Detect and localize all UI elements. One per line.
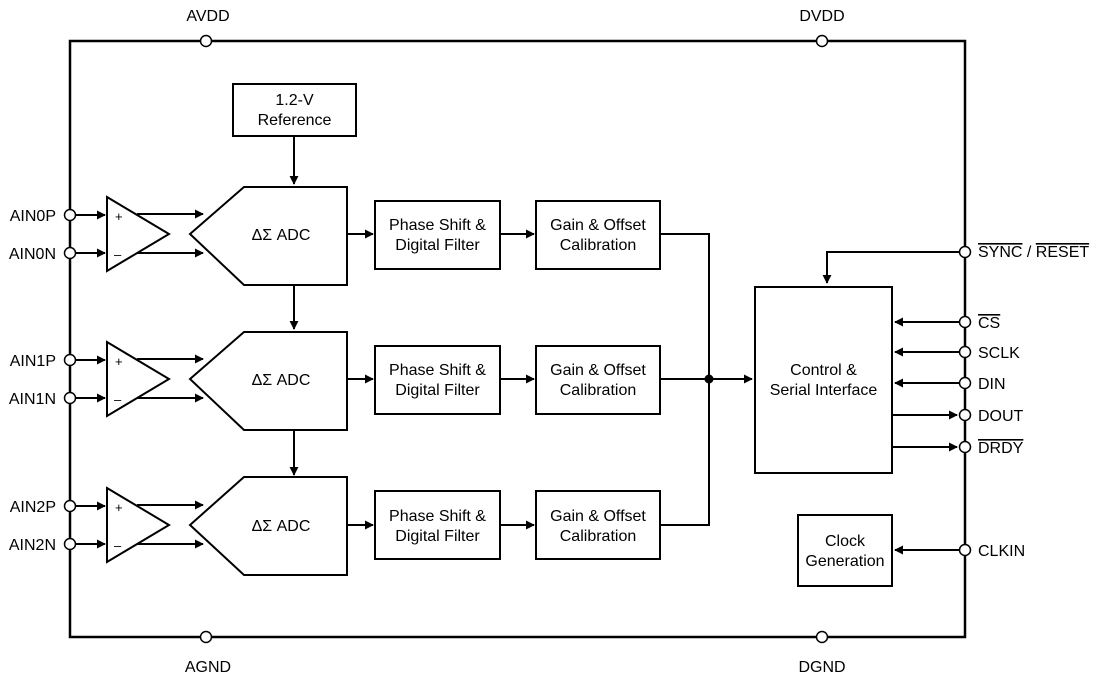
filter-0 — [374, 200, 501, 270]
filter-2-line1: Phase Shift & — [389, 508, 486, 525]
ain0n-label: AIN0N — [9, 246, 56, 263]
reset-label: RESET — [1036, 244, 1090, 261]
cs-pin — [958, 315, 972, 329]
dvdd-label: DVDD — [799, 8, 844, 25]
sync-reset-pin — [958, 245, 972, 259]
ain0p-pin — [63, 208, 77, 222]
clock-line1: Clock — [825, 533, 866, 550]
clkin-label: CLKIN — [978, 543, 1025, 560]
clkin-pin — [958, 543, 972, 557]
clock-line2: Generation — [805, 553, 884, 570]
sclk-label: SCLK — [978, 345, 1020, 362]
control-block — [754, 286, 893, 474]
reference-line1: 1.2-V — [275, 92, 314, 109]
ain2p-pin — [63, 499, 77, 513]
sync-reset-line — [822, 251, 959, 284]
channel-2: AIN2P AIN2N + – ΔΣ ADC Phase Shift & Dig… — [9, 476, 661, 576]
filter-1 — [374, 345, 501, 415]
dout-label: DOUT — [978, 408, 1024, 425]
ain2n-pin — [63, 537, 77, 551]
reference-line2: Reference — [258, 112, 332, 129]
filter-1-line2: Digital Filter — [395, 382, 480, 399]
ain2p-label: AIN2P — [10, 499, 56, 516]
amp2-minus: – — [114, 538, 122, 553]
calibration-1-line1: Gain & Offset — [550, 362, 646, 379]
sclk-pin — [958, 345, 972, 359]
amp2-plus: + — [115, 500, 123, 515]
ain1p-label: AIN1P — [10, 353, 56, 370]
drdy-pin — [958, 440, 972, 454]
sync-reset-sep: / — [1022, 244, 1035, 261]
din-label: DIN — [978, 376, 1006, 393]
amp0-plus: + — [115, 209, 123, 224]
filter-0-line2: Digital Filter — [395, 237, 480, 254]
adc-1-label: ΔΣ ADC — [252, 372, 311, 389]
dgnd-label: DGND — [798, 659, 845, 676]
agnd-label: AGND — [185, 659, 231, 676]
sync-label: SYNC — [978, 244, 1022, 261]
avdd-pin — [199, 34, 213, 48]
control-line1: Control & — [790, 362, 857, 379]
calibration-2 — [535, 490, 661, 560]
control-line2: Serial Interface — [770, 382, 878, 399]
adc-2 — [188, 476, 348, 576]
calibration-0 — [535, 200, 661, 270]
din-pin — [958, 376, 972, 390]
filter-0-line1: Phase Shift & — [389, 217, 486, 234]
calibration-1 — [535, 345, 661, 415]
channel-1: AIN1P AIN1N + – ΔΣ ADC Phase Shift & Dig… — [9, 331, 661, 431]
ain2n-label: AIN2N — [9, 537, 56, 554]
calibration-0-line1: Gain & Offset — [550, 217, 646, 234]
sync-reset-label: SYNC / RESET — [978, 244, 1089, 261]
adc-2-label: ΔΣ ADC — [252, 518, 311, 535]
dgnd-pin — [815, 630, 829, 644]
clock-block — [797, 514, 893, 587]
calibration-0-line2: Calibration — [560, 237, 636, 254]
ain1n-pin — [63, 391, 77, 405]
drdy-label: DRDY — [978, 440, 1024, 457]
ain0p-label: AIN0P — [10, 208, 56, 225]
filter-2-line2: Digital Filter — [395, 528, 480, 545]
filter-2 — [374, 490, 501, 560]
filter-1-line1: Phase Shift & — [389, 362, 486, 379]
calibration-2-line1: Gain & Offset — [550, 508, 646, 525]
adc-0 — [188, 186, 348, 286]
avdd-label: AVDD — [186, 8, 229, 25]
adc-1 — [188, 331, 348, 431]
agnd-pin — [199, 630, 213, 644]
dout-pin — [958, 408, 972, 422]
amp0-minus: – — [114, 247, 122, 262]
calibration-2-line2: Calibration — [560, 528, 636, 545]
ain1p-pin — [63, 353, 77, 367]
amp1-plus: + — [115, 354, 123, 369]
ain0n-pin — [63, 246, 77, 260]
adc-0-label: ΔΣ ADC — [252, 227, 311, 244]
dvdd-pin — [815, 34, 829, 48]
cs-label: CS — [978, 315, 1000, 332]
chip-outline — [68, 39, 967, 639]
amp1-minus: – — [114, 392, 122, 407]
calibration-1-line2: Calibration — [560, 382, 636, 399]
channel-0: AIN0P AIN0N + – ΔΣ ADC Phase Shift & Dig… — [9, 186, 661, 286]
ain1n-label: AIN1N — [9, 391, 56, 408]
